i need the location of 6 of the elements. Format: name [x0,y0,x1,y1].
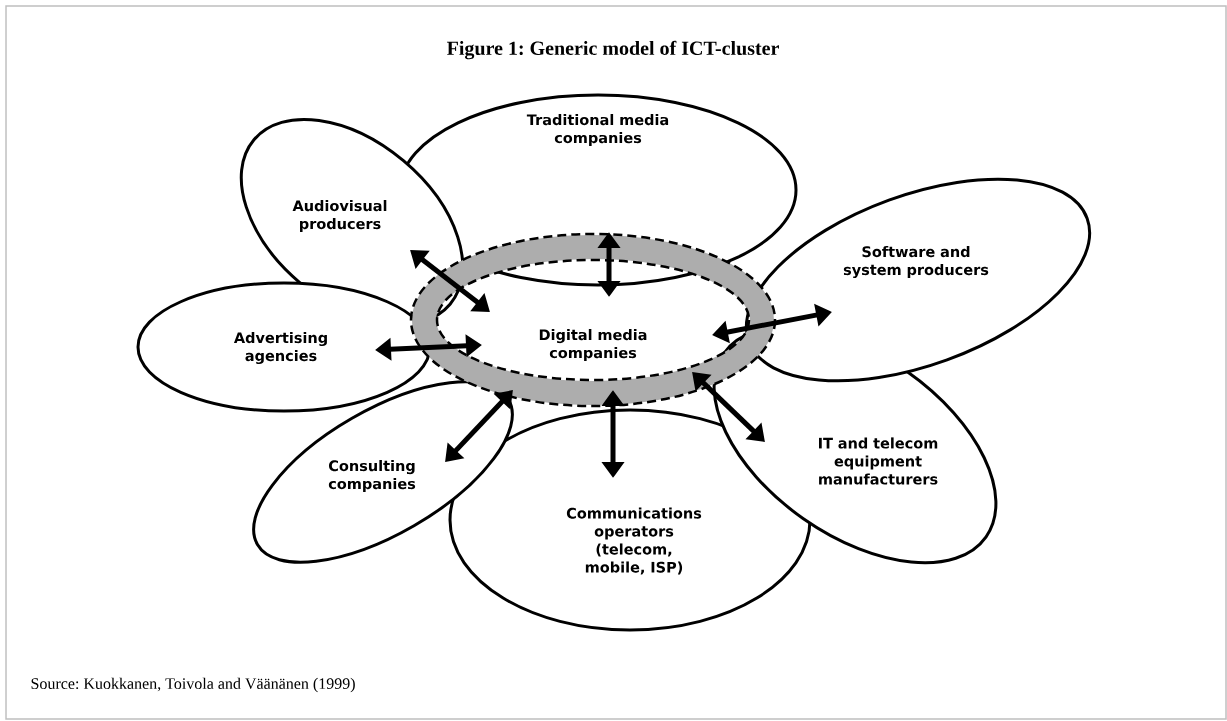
source-note: Source: Kuokkanen, Toivola and Väänänen (1999) [31,677,355,693]
double-arrow [410,250,490,312]
figure-title: Figure 1: Generic model of ICT-cluster [447,40,779,60]
ring-band: Digital media companies [409,232,777,408]
double-arrow [445,390,513,462]
double-arrow [692,372,765,442]
